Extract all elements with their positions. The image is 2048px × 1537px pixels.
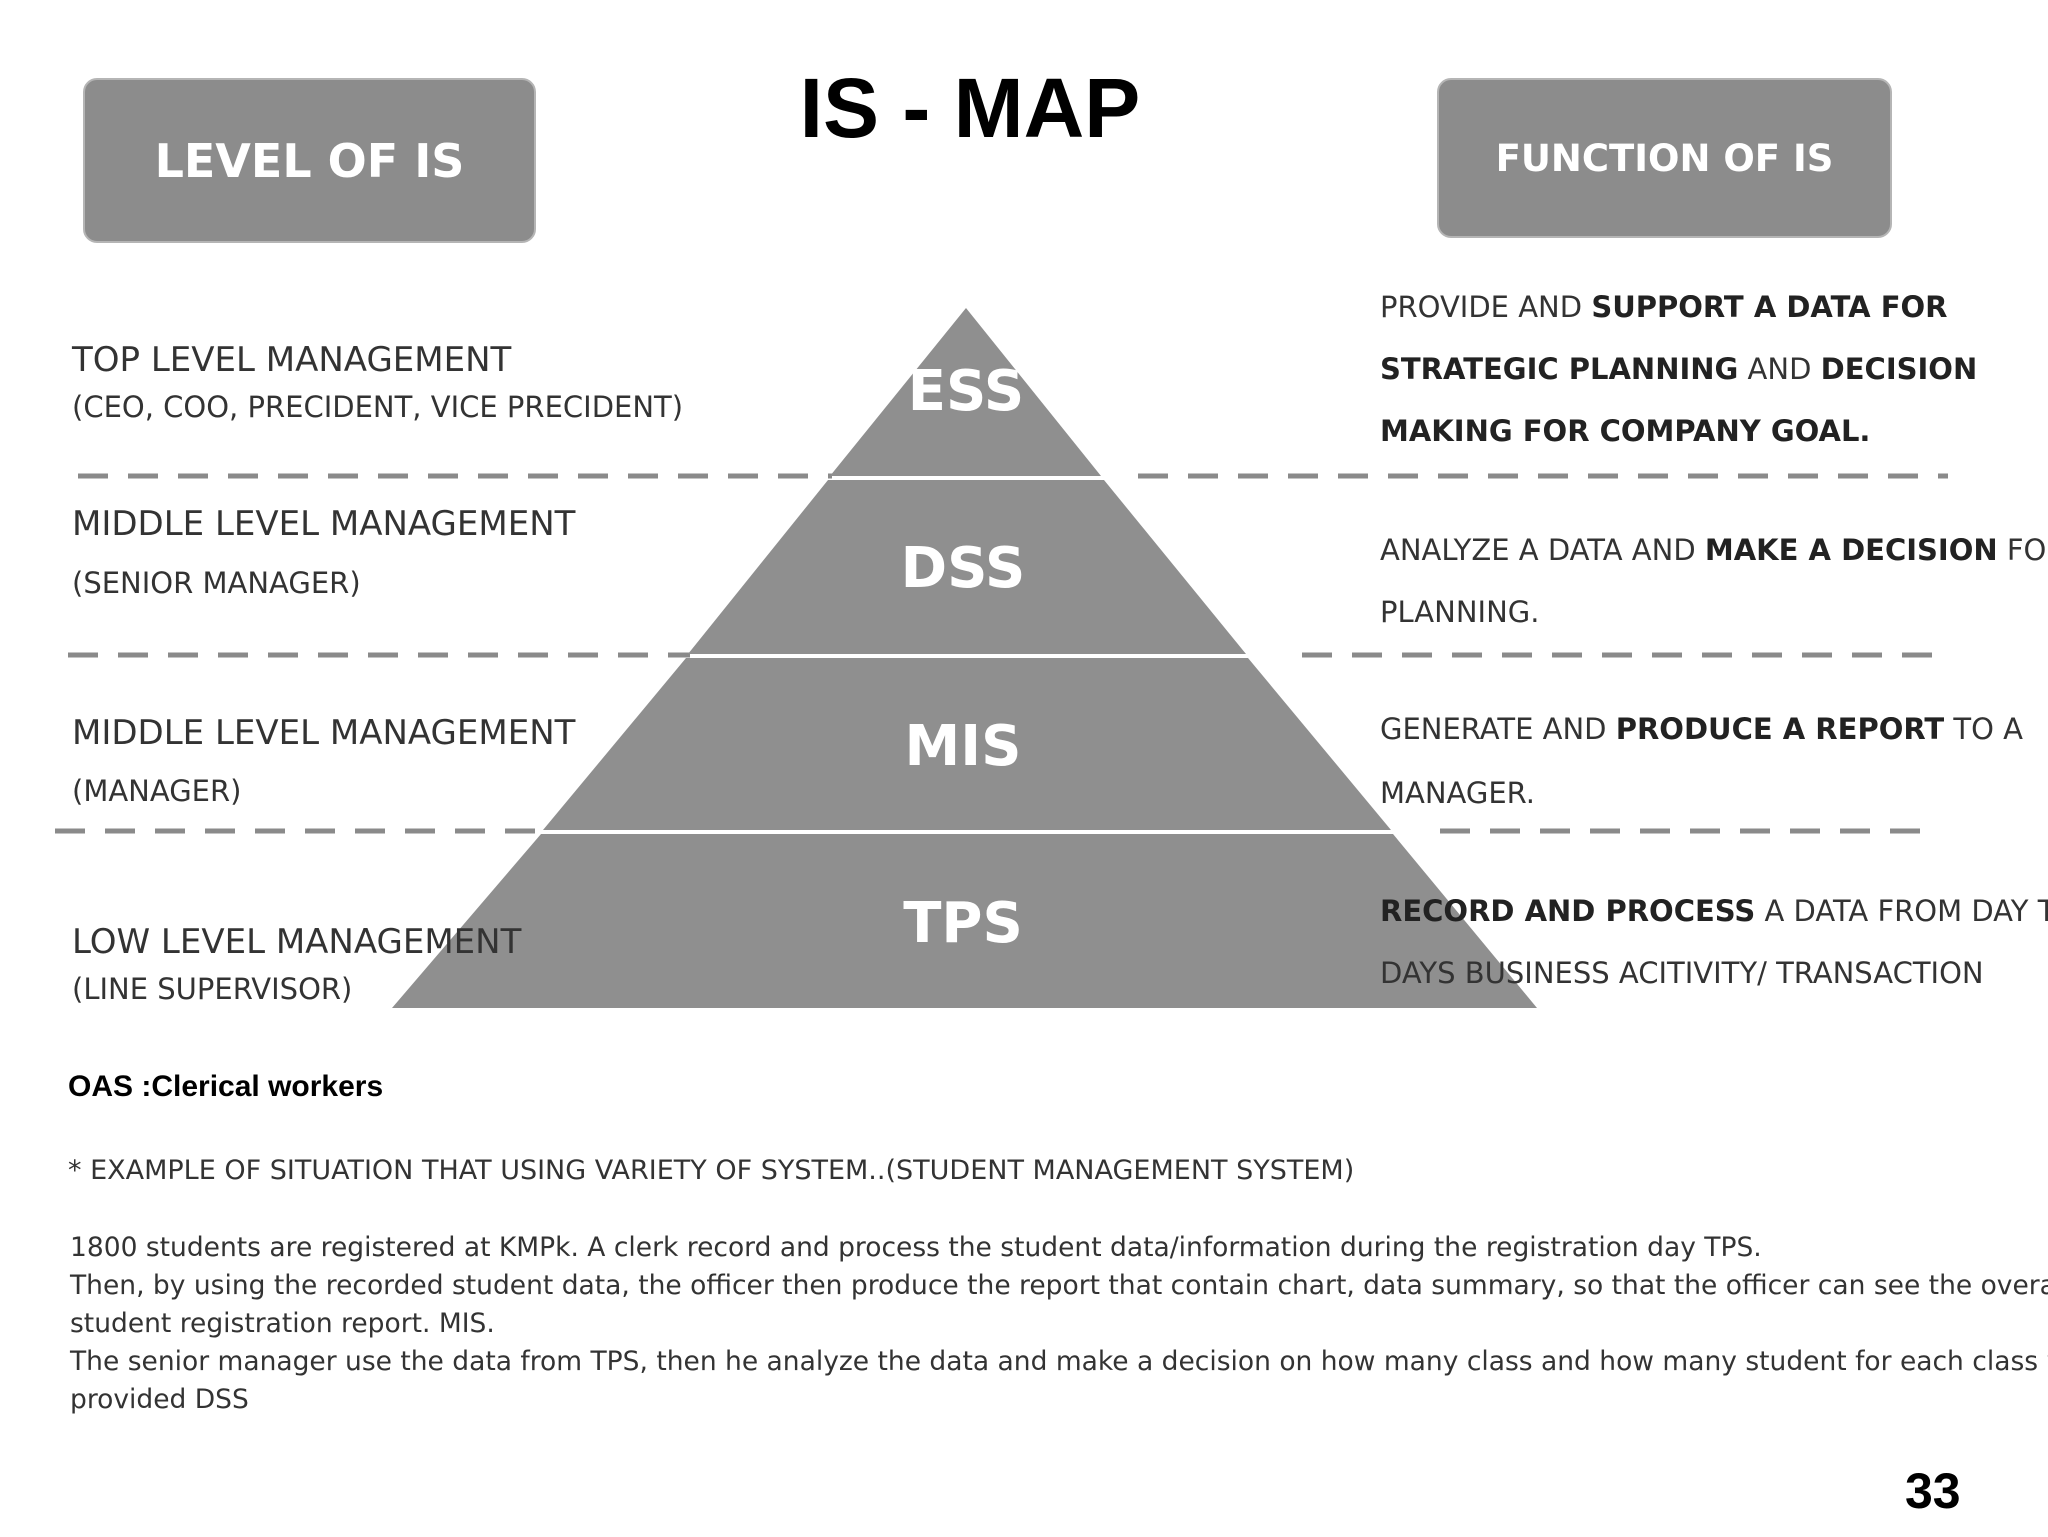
level-middle-manager-roles: (MANAGER) (72, 774, 242, 808)
page-number: 33 (1905, 1463, 1961, 1519)
level-top-roles: (CEO, COO, PRECIDENT, VICE PRECIDENT) (72, 390, 684, 424)
function-dss-line-2: PLANNING. (1380, 595, 1540, 629)
pyramid-tier-mis (543, 658, 1391, 830)
function-mis-line-1: GENERATE AND PRODUCE A REPORT TO A (1380, 712, 2023, 746)
pyramid-tier-ess (830, 308, 1101, 476)
tier-label-dss: DSS (901, 536, 1026, 601)
tier-label-ess: ESS (908, 359, 1024, 424)
level-of-is-label: LEVEL OF IS (154, 133, 465, 188)
pyramid-tier-tps (392, 834, 1537, 1008)
example-line-1: 1800 students are registered at KMPk. A … (70, 1232, 1762, 1263)
pyramid-tier-dss (688, 480, 1246, 654)
function-mis-line-2: MANAGER. (1380, 776, 1536, 810)
function-of-is-label: FUNCTION OF IS (1495, 136, 1834, 180)
level-top-title: TOP LEVEL MANAGEMENT (72, 340, 512, 380)
function-tps-line-1: RECORD AND PROCESS A DATA FROM DAY TO (1380, 894, 2048, 928)
function-dss-line-1: ANALYZE A DATA AND MAKE A DECISION FOR (1380, 533, 2048, 567)
function-of-is-header: FUNCTION OF IS (1437, 78, 1892, 238)
function-tps-line-2: DAYS BUSINESS ACITIVITY/ TRANSACTION (1380, 956, 1984, 990)
tier-label-tps: TPS (903, 891, 1023, 956)
example-line-5: provided DSS (70, 1384, 249, 1415)
example-heading: * EXAMPLE OF SITUATION THAT USING VARIET… (68, 1155, 1355, 1186)
function-ess-line-2: STRATEGIC PLANNING AND DECISION (1380, 352, 1978, 386)
example-line-2: Then, by using the recorded student data… (70, 1270, 2048, 1301)
level-middle-manager-title: MIDDLE LEVEL MANAGEMENT (72, 713, 576, 753)
oas-note: OAS :Clerical workers (68, 1070, 384, 1103)
tier-label-mis: MIS (905, 714, 1022, 779)
example-line-3: student registration report. MIS. (70, 1308, 495, 1339)
level-separators (55, 473, 1948, 834)
example-line-4: The senior manager use the data from TPS… (70, 1346, 2048, 1377)
function-ess-line-1: PROVIDE AND SUPPORT A DATA FOR (1380, 290, 1948, 324)
page-title: IS - MAP (799, 61, 1141, 155)
level-of-is-header: LEVEL OF IS (83, 78, 536, 243)
function-ess-line-3: MAKING FOR COMPANY GOAL. (1380, 414, 1871, 448)
level-low-title: LOW LEVEL MANAGEMENT (72, 922, 522, 962)
level-low-roles: (LINE SUPERVISOR) (72, 972, 353, 1006)
level-middle-senior-roles: (SENIOR MANAGER) (72, 566, 361, 600)
level-middle-senior-title: MIDDLE LEVEL MANAGEMENT (72, 504, 576, 544)
